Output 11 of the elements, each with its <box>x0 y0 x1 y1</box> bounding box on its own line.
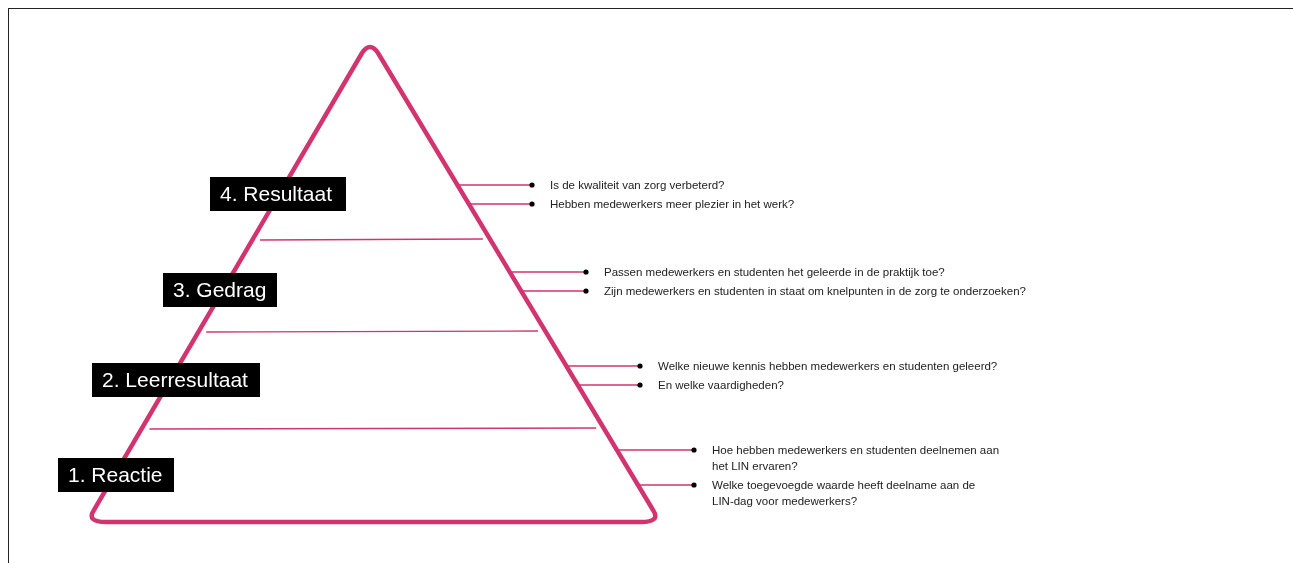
level-label: 1. Reactie <box>58 458 174 492</box>
question-text: Welke nieuwe kennis hebben medewerkers en studenten geleerd? <box>636 358 1116 374</box>
level-label: 3. Gedrag <box>163 273 277 307</box>
question-text: Welke toegevoegde waarde heeft deelname aan de LIN-dag voor medewerkers? <box>690 477 1000 509</box>
question-text: Zijn medewerkers en studenten in staat om knelpunten in de zorg te onderzoeken? <box>582 283 1142 299</box>
question-text: En welke vaardigheden? <box>636 377 1116 393</box>
question-text: Hoe hebben medewerkers en studenten deelnemen aan het LIN ervaren? <box>690 442 1000 474</box>
question-text: Is de kwaliteit van zorg verbeterd? <box>528 177 928 193</box>
question-text: Hebben medewerkers meer plezier in het werk? <box>528 196 928 212</box>
question-text: Passen medewerkers en studenten het geleerde in de praktijk toe? <box>582 264 1142 280</box>
level-label: 4. Resultaat <box>210 177 346 211</box>
